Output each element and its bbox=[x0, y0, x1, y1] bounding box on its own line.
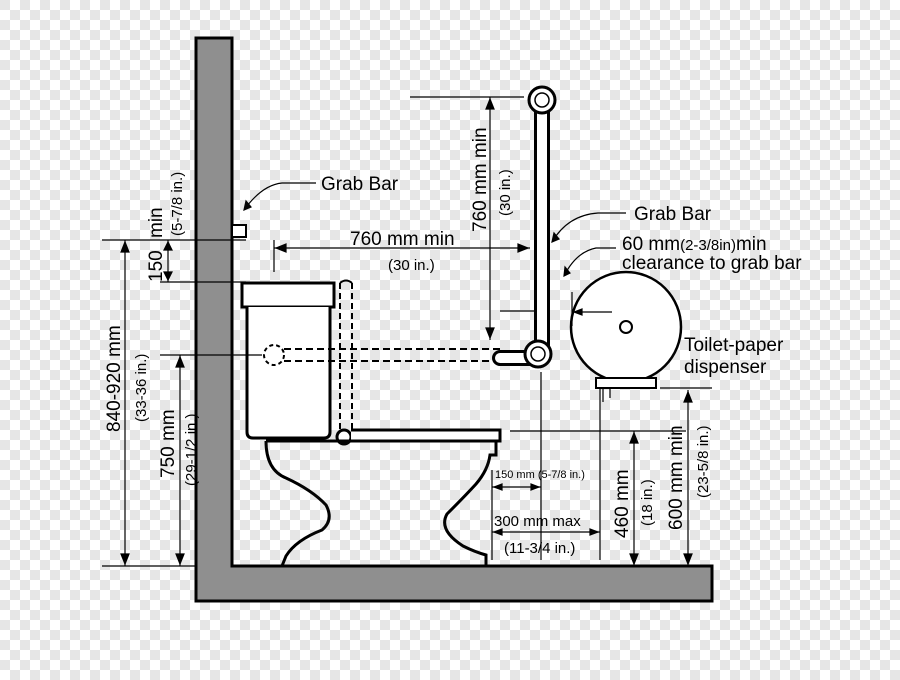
dim-840-920-in: (33-36 in.) bbox=[133, 354, 150, 422]
dim-760-horizontal-mm: 760 mm min bbox=[350, 229, 455, 250]
dim-300-max-in: (11-3/4 in.) bbox=[504, 540, 575, 557]
dispenser-label-line1: Toilet-paper bbox=[684, 335, 784, 356]
toilet-bowl bbox=[264, 440, 498, 567]
dispenser-label-line2: dispenser bbox=[684, 357, 767, 378]
grab-bar-label-left: Grab Bar bbox=[321, 174, 399, 195]
wall-grab-bar-stub bbox=[231, 224, 247, 238]
wall-and-floor bbox=[194, 36, 714, 603]
clearance-label-line1: 60 mm(2-3/8in)min bbox=[622, 234, 767, 255]
l-grab-bar bbox=[492, 85, 557, 369]
dim-750-mm: 750 mm bbox=[158, 409, 179, 478]
dim-760-horizontal-in: (30 in.) bbox=[388, 257, 435, 274]
dimension-lines bbox=[102, 96, 712, 567]
dim-760-vertical-in: (30 in.) bbox=[497, 169, 514, 216]
dim-150-min-in: (5-7/8 in.) bbox=[169, 172, 186, 236]
tank-lid bbox=[240, 281, 336, 309]
dim-460-mm: 460 mm bbox=[612, 469, 633, 538]
dim-600-in: (23-5/8 in.) bbox=[695, 425, 712, 498]
dim-150-seat: 150 mm (5-7/8 in.) bbox=[495, 469, 585, 481]
clearance-label-line2: clearance to grab bar bbox=[622, 253, 802, 274]
dim-600-mm: 600 mm min bbox=[666, 425, 687, 530]
dim-750-in: (29-1/2 in.) bbox=[183, 413, 200, 486]
dim-760-vertical-mm: 760 mm min bbox=[470, 127, 491, 232]
toilet-seat bbox=[351, 428, 502, 443]
dim-840-920-mm: 840-920 mm bbox=[104, 325, 125, 432]
dim-460-in: (18 in.) bbox=[639, 479, 656, 526]
grab-bar-label-right: Grab Bar bbox=[634, 204, 712, 225]
tank-body bbox=[245, 307, 332, 440]
dim-150-min-value: 150 bbox=[146, 250, 167, 282]
dim-150-min-word: min bbox=[146, 207, 167, 238]
dim-300-max-mm: 300 mm max bbox=[494, 513, 581, 530]
toilet-paper-dispenser bbox=[569, 270, 683, 402]
toilet bbox=[240, 279, 502, 567]
